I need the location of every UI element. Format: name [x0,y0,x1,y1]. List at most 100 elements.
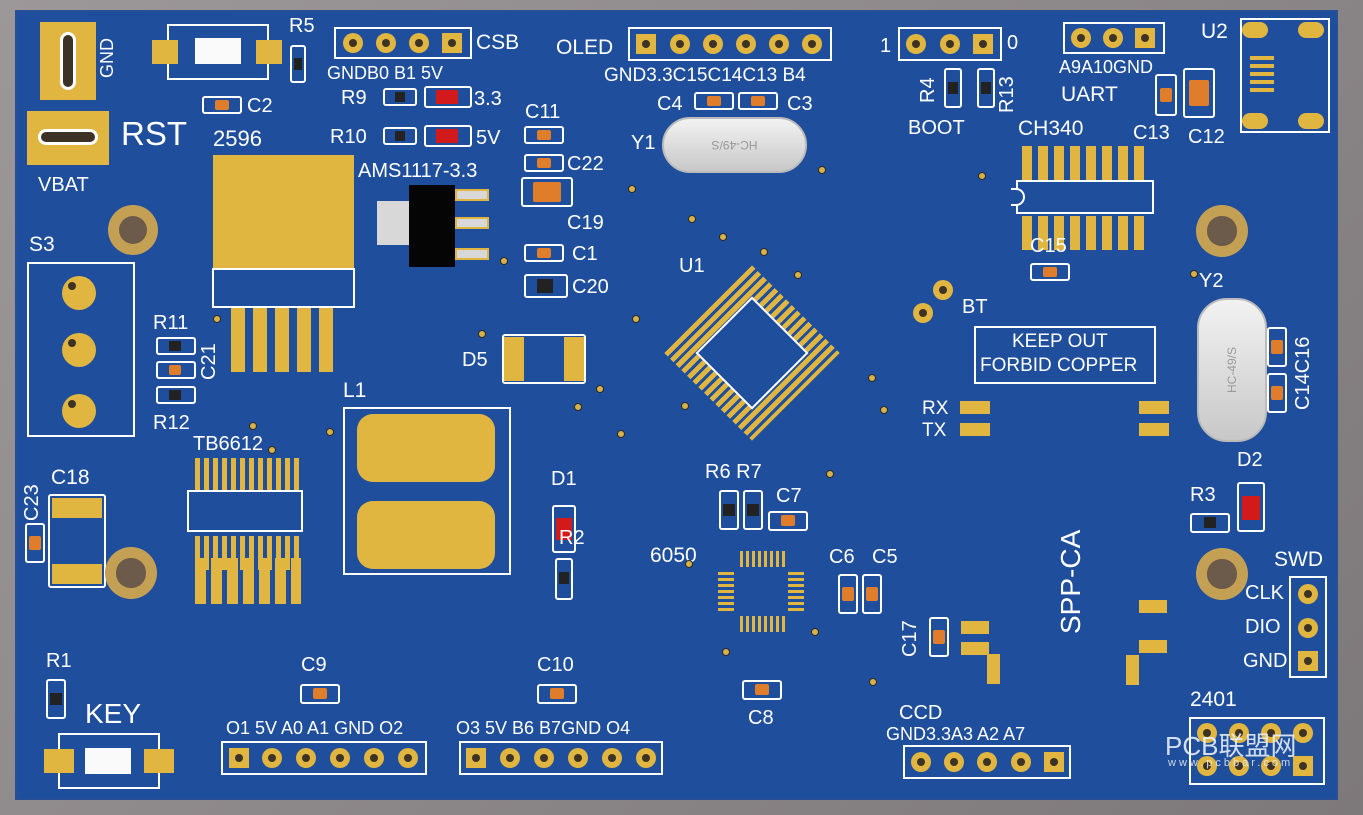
r4-body [948,82,958,94]
crystal-y1-marking: HC-49/S [711,138,758,152]
spp-pad-6 [1126,655,1139,685]
oled-pins-label: GND3.3C15C14C13 B4 [604,65,806,86]
tb6612-body [187,490,303,532]
via [213,315,221,323]
r1-body [50,693,62,705]
r12-label: R12 [153,412,190,434]
usb-shell-1 [1242,22,1268,38]
l1-outline [343,407,511,575]
c18-label: C18 [51,466,90,489]
header2-outline [459,741,663,775]
oled-label: OLED [556,36,614,59]
c4-label: C4 [657,93,683,115]
nrf2401-pin-5 [1197,756,1217,776]
boot-pin-3 [973,34,993,54]
swd-pin-gnd [1298,651,1318,671]
via [574,403,582,411]
header2-pin-2 [500,748,520,768]
r6r7-label: R6 R7 [705,461,762,483]
oled-pin-1 [636,34,656,54]
r7-body [747,504,759,516]
bt-rx-pad [960,401,990,414]
d2-label: D2 [1237,449,1263,471]
oled-pin-3 [703,34,723,54]
dio-label: DIO [1245,616,1281,638]
switch-pad-left [152,40,178,64]
header1-pin-5 [364,748,384,768]
c23-label: C23 [21,484,43,521]
ams1117-pin2 [455,217,489,229]
spp-pad-1 [961,621,989,634]
header1-pin-4 [330,748,350,768]
nrf2401-pin-3 [1261,723,1281,743]
v33-label: 3.3 [474,88,502,110]
crystal-y2-marking: HC-49/S [1225,347,1239,394]
mpu6050-pins-right [788,572,804,612]
ccd-pin-4 [1011,752,1031,772]
c10-label: C10 [537,654,574,676]
oled-pin-5 [769,34,789,54]
r11-body [169,341,181,351]
header1-outline [221,741,427,775]
via [1190,270,1198,278]
s3-pin-2 [62,333,96,367]
ams-label: AMS1117-3.3 [358,160,478,182]
key-actuator [85,748,131,774]
via [760,248,768,256]
r2-label: R2 [559,527,585,549]
c17-body [933,630,945,644]
r11-label: R11 [153,312,189,334]
keepout-box [974,326,1156,384]
u1-label: U1 [679,255,705,277]
c7-label: C7 [776,485,802,507]
tx-label: TX [922,420,947,441]
r12-body [169,390,181,400]
ch340-bottom-pins [1022,216,1148,250]
c15-body [1043,267,1057,277]
uart-pin-2 [1103,28,1123,48]
c19-label: C19 [567,212,604,234]
ccd-pin-5 [1044,752,1064,772]
spp-pad-2 [961,642,989,655]
v5-label: 5V [476,127,501,149]
bt-tx-pad [960,423,990,436]
d5-pad-2 [564,337,584,381]
lm2596-pin5 [319,308,333,372]
via [811,628,819,636]
y2-label: Y2 [1199,270,1224,292]
boot-pin-1 [906,34,926,54]
boot-header-outline [898,27,1002,61]
watermark-title: PCB联盟网 [1165,731,1297,761]
c4-body [707,96,721,106]
header2-pin-5 [602,748,622,768]
c13-body [1160,88,1172,102]
ams1117-pin3 [455,248,489,260]
via [978,172,986,180]
c13-label: C13 [1133,122,1170,144]
u2-label: U2 [1201,20,1228,43]
r5-body [294,58,302,70]
r3-label: R3 [1190,484,1216,506]
r9-label: R9 [341,87,367,109]
ams1117-pin1 [455,189,489,201]
d2-footprint [1237,482,1265,532]
csb-pin-1 [343,33,363,53]
tb6612-thermal-pins [195,558,301,604]
c3-label: C3 [787,93,813,115]
header2-pins-label: O3 5V B6 B7GND O4 [456,718,631,738]
lm2596-outline [212,268,355,308]
tb6612-label: TB6612 [193,433,264,455]
chip-2401-label: 2401 [1190,688,1237,711]
c5-label: C5 [872,546,898,568]
c21-body [169,365,181,375]
usb-outline [1240,18,1330,133]
via [818,166,826,174]
swd-header-outline [1289,576,1327,678]
via [685,560,693,568]
via [596,385,604,393]
mpu6050-pins-top [740,551,786,567]
c16-body [1271,386,1283,400]
c21-label: C21 [198,343,220,380]
keepout-line-1: KEEP OUT [1012,331,1108,352]
boot-label: BOOT [908,117,965,139]
